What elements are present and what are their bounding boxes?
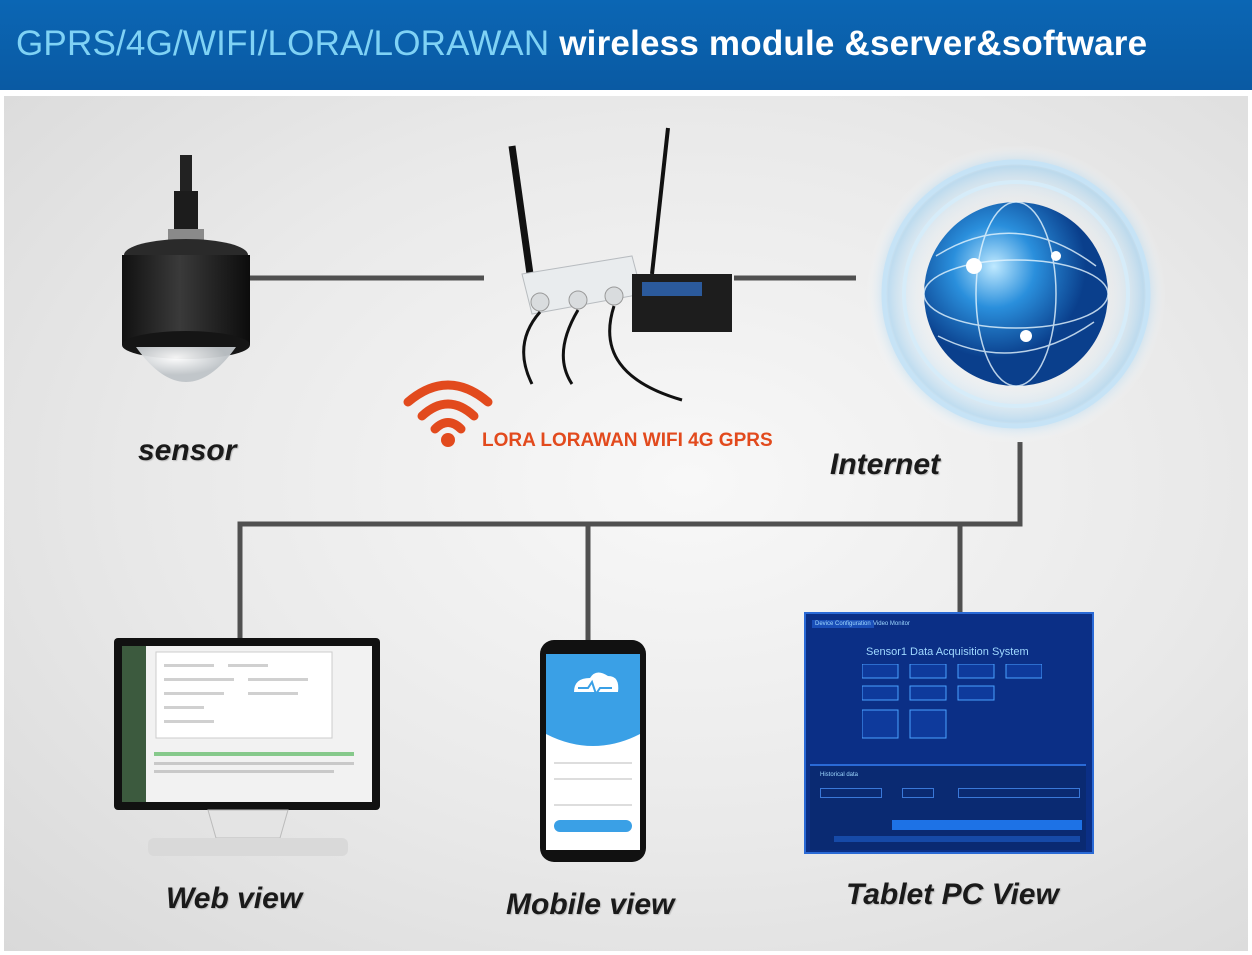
banner-title-highlight: GPRS/4G/WIFI/LORA/LORAWAN [16,24,550,63]
internet-label: Internet [830,448,941,481]
system-title: Sensor1 Data Acquisition System [866,646,1029,658]
banner-title: GPRS/4G/WIFI/LORA/LORAWAN wireless modul… [16,24,1147,64]
diagram-canvas: sensor LORA LORAWAN WIFI 4G GPRS [4,96,1248,951]
wifi-signal-icon [403,380,493,447]
internet-globe-icon [866,146,1166,444]
internet-bus-line [237,442,1023,646]
tab-video-monitor[interactable]: Video Monitor [873,621,910,627]
mobile-view-label: Mobile view [506,888,675,921]
gateway-module-image [508,127,732,402]
device-select[interactable] [820,788,882,798]
tablet-view-label: Tablet PC View [846,878,1059,911]
connector-lines [237,275,1023,646]
tab-device-configuration[interactable]: Device Configuration [812,620,874,628]
tablet-dashboard-screen: Device Configuration Video Monitor Senso… [804,612,1094,854]
data-bar [892,820,1082,830]
data-table-row [834,836,1080,842]
date-range-input[interactable] [958,788,1080,798]
wireless-protocols-label: LORA LORAWAN WIFI 4G GPRS [482,430,773,451]
desktop-monitor-image [114,638,380,856]
sensor-label: sensor [138,434,237,467]
web-view-label: Web view [166,882,303,915]
historical-data-title: Historical data [820,772,859,778]
title-banner: GPRS/4G/WIFI/LORA/LORAWAN wireless modul… [0,0,1252,90]
period-select[interactable] [902,788,934,798]
smartphone-image [540,640,646,862]
banner-title-rest: wireless module &server&software [549,24,1148,63]
historical-data-panel: Historical data [810,764,1086,850]
sensor-device-image [122,155,250,382]
dashboard-tiles [862,664,1042,739]
